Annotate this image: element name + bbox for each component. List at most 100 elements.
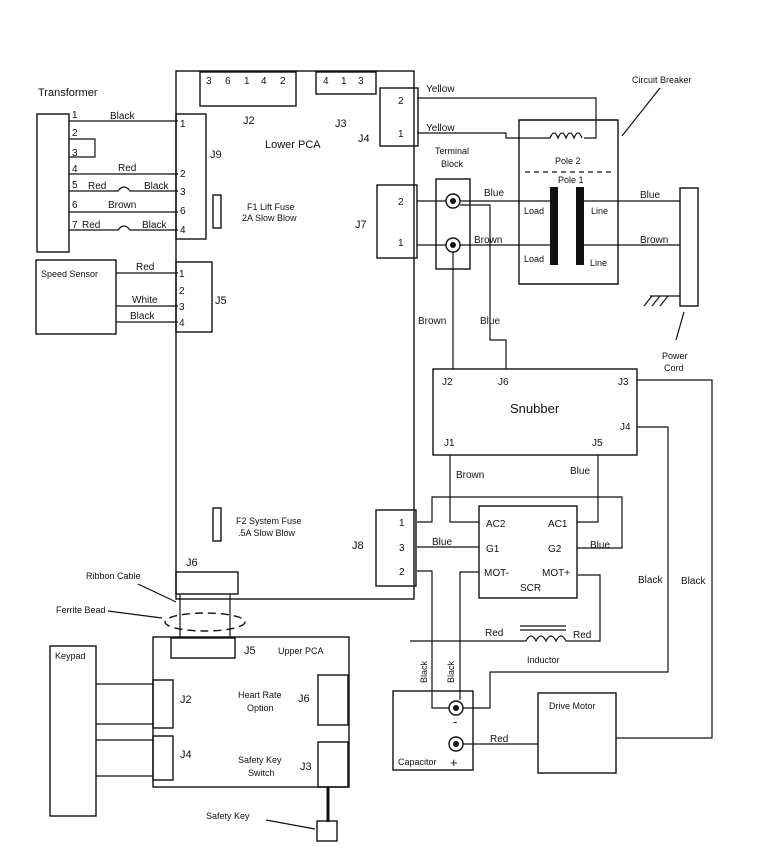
lower-j9-label: J9 [210, 149, 222, 161]
wire-label-blue: Blue [480, 316, 500, 327]
scr: AC2 AC1 G1 G2 MOT- MOT+ SCR [478, 505, 578, 599]
terminal-block-label-1: Terminal [435, 146, 469, 156]
wire-label-blue: Blue [640, 190, 660, 201]
lower-j9-pin: 1 [180, 119, 186, 130]
f2-label-1: F2 System Fuse [236, 516, 302, 526]
ferrite-bead-label: Ferrite Bead [56, 605, 106, 615]
wire-label-blue: Blue [432, 537, 452, 548]
lower-j3-pin: 3 [358, 76, 364, 87]
lower-j3-connector [315, 71, 377, 95]
power-cord-label-2: Cord [664, 363, 684, 373]
lower-j9-pin: 2 [180, 169, 186, 180]
scr-g2: G2 [548, 544, 562, 555]
wire-label-black: Black [144, 181, 169, 192]
circuit-breaker: Circuit Breaker Pole 2 Pole 1 Load Line … [518, 75, 692, 285]
capacitor-minus: - [453, 714, 457, 729]
snubber-j1: J1 [444, 438, 455, 449]
snubber: Snubber J2 J6 J3 J4 J1 J5 [432, 368, 638, 456]
lower-j8-connector [375, 509, 417, 587]
wire-label-black: Black [142, 220, 167, 231]
transformer-body [36, 113, 70, 253]
lower-j7-connector [376, 184, 418, 259]
f2-fuse [212, 507, 222, 542]
power-cord-label-1: Power [662, 351, 688, 361]
snubber-j4: J4 [620, 422, 631, 433]
lower-j4-pin: 1 [398, 129, 404, 140]
wire-label-brown: Brown [108, 200, 136, 211]
drive-motor-title: Drive Motor [549, 701, 596, 711]
snubber-j2: J2 [442, 377, 453, 388]
keypad: Keypad [49, 645, 153, 817]
scr-title: SCR [520, 583, 541, 594]
capacitor: - Capacitor + [392, 690, 474, 771]
lower-j3-pin: 1 [341, 76, 347, 87]
wire-label-brown: Brown [456, 470, 484, 481]
lower-pca: Lower PCA 3 6 1 4 2 J2 4 1 3 J3 2 1 J4 1… [175, 70, 419, 600]
upper-j2-connector [152, 679, 174, 729]
transformer-title: Transformer [38, 87, 98, 99]
wire-label-brown: Brown [474, 235, 502, 246]
lower-pca-title: Lower PCA [265, 139, 321, 151]
lower-j5-pin: 3 [179, 302, 185, 313]
lower-pca-board [175, 70, 415, 600]
inductor-title: Inductor [527, 655, 560, 665]
lower-j7-pin: 2 [398, 197, 404, 208]
inductor: Inductor Red Red [410, 574, 601, 665]
upper-j2-label: J2 [180, 694, 192, 706]
lower-j2-pin: 2 [280, 76, 286, 87]
lower-j5-label: J5 [215, 295, 227, 307]
transformer-pin-4: 4 [72, 164, 78, 175]
circuit-breaker-title: Circuit Breaker [632, 75, 692, 85]
lower-j3-label: J3 [335, 118, 347, 130]
wire-label-black: Black [681, 576, 706, 587]
lower-j9-pin: 4 [180, 225, 186, 236]
safety-switch-label-1: Safety Key [238, 755, 282, 765]
f1-fuse [212, 194, 222, 229]
capacitor-plus: + [450, 755, 458, 770]
ferrite-bead [164, 612, 246, 632]
wire-label-black: Black [638, 575, 663, 586]
f1-label-1: F1 Lift Fuse [247, 202, 295, 212]
terminal-block: Terminal Block [435, 146, 471, 270]
wire-label-brown: Brown [418, 316, 446, 327]
lower-j2-label: J2 [243, 115, 255, 127]
lower-j7-pin: 1 [398, 238, 404, 249]
transformer-pin-1: 1 [72, 110, 78, 121]
lower-j9-connector [175, 113, 207, 240]
lower-j9-pin: 3 [180, 187, 186, 198]
wire-label-yellow: Yellow [426, 84, 455, 95]
transformer-jumper [69, 138, 96, 158]
breaker-load-label: Load [524, 254, 544, 264]
lower-j8-pin: 2 [399, 567, 405, 578]
snubber-j6: J6 [498, 377, 509, 388]
upper-j3-label: J3 [300, 761, 312, 773]
lower-j6-label: J6 [186, 557, 198, 569]
wire-label-yellow: Yellow [426, 123, 455, 134]
lower-j8-label: J8 [352, 540, 364, 552]
terminal-block-label-2: Block [441, 159, 464, 169]
transformer-pin-2: 2 [72, 128, 78, 139]
scr-mot-minus: MOT- [484, 568, 509, 579]
wire-label-red: Red [490, 734, 508, 745]
lower-j8-pin: 3 [399, 543, 405, 554]
wire-label-black: Black [130, 311, 155, 322]
lower-j2-pin: 3 [206, 76, 212, 87]
upper-j4-label: J4 [180, 749, 192, 761]
lower-j2-pin: 1 [244, 76, 250, 87]
wire-label-blue: Blue [484, 188, 504, 199]
transformer-pin-3: 3 [72, 148, 78, 159]
lower-j2-pin: 4 [261, 76, 267, 87]
transformer-pin-6: 6 [72, 200, 78, 211]
upper-j6-connector [317, 674, 349, 726]
lower-j4-pin: 2 [398, 96, 404, 107]
lower-j5-pin: 4 [179, 318, 185, 329]
wire-label-red: Red [82, 220, 100, 231]
speed-sensor-title: Speed Sensor [41, 269, 98, 279]
ribbon-cable-label: Ribbon Cable [86, 571, 141, 581]
wire-label-blue: Blue [570, 466, 590, 477]
upper-j5-connector [170, 637, 236, 659]
breaker-load-label: Load [524, 206, 544, 216]
wire-label-red: Red [573, 630, 591, 641]
breaker-contact-right [576, 187, 584, 265]
snubber-j3: J3 [618, 377, 629, 388]
